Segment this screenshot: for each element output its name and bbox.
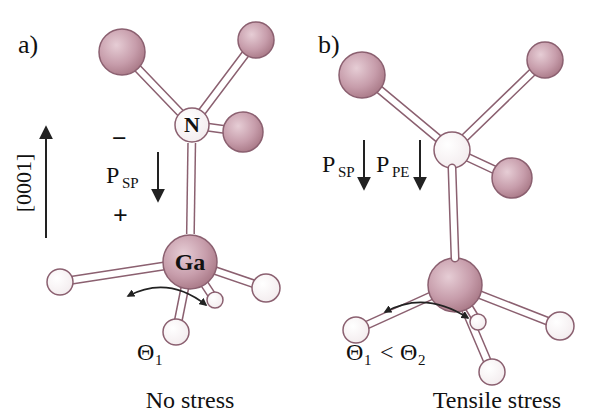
angle-symbol: Θ: [346, 340, 363, 364]
gallium-atom: [470, 314, 486, 330]
atom-symbol: N: [184, 114, 200, 136]
gallium-atom: [163, 319, 189, 345]
bond-rod: [190, 143, 191, 234]
polarization-subscript: SP: [338, 165, 355, 180]
gallium-atom: [207, 292, 223, 308]
angle-symbol: Θ: [400, 340, 417, 364]
polarization-symbol: P: [322, 152, 335, 176]
nitrogen-atom: [339, 52, 385, 98]
gallium-atom: [546, 312, 574, 340]
polarization-symbol: P: [106, 163, 119, 187]
panel-caption: No stress: [146, 388, 235, 412]
charge-sign: +: [113, 203, 128, 229]
gallium-atom: [252, 274, 280, 302]
nitrogen-atom: [223, 112, 263, 152]
atom-symbol: Ga: [175, 250, 206, 274]
nitrogen-atom: [492, 158, 532, 198]
angle-symbol: Θ: [137, 340, 154, 364]
polarization-subscript: PE: [392, 165, 410, 180]
charge-sign: −: [112, 126, 127, 152]
gallium-atom: Ga: [162, 234, 218, 290]
angle-subscript: 2: [418, 353, 426, 368]
nitrogen-atom: N: [174, 107, 210, 143]
angle-subscript: 1: [155, 353, 163, 368]
angle-subscript: 1: [364, 353, 372, 368]
nitrogen-atom: [99, 29, 145, 75]
nitrogen-atom: [527, 42, 563, 78]
panel-caption: Tensile stress: [433, 388, 561, 412]
panel-label: a): [18, 32, 38, 58]
gallium-atom: [47, 269, 73, 295]
polarization-symbol: P: [376, 152, 389, 176]
comparison-sign: <: [380, 340, 394, 364]
polarization-subscript: SP: [122, 176, 139, 191]
axis-label: [0001]: [13, 154, 35, 213]
panel-label: b): [318, 32, 340, 58]
nitrogen-atom: [238, 22, 274, 58]
gallium-atom: [434, 132, 470, 168]
gallium-atom: [479, 359, 505, 385]
